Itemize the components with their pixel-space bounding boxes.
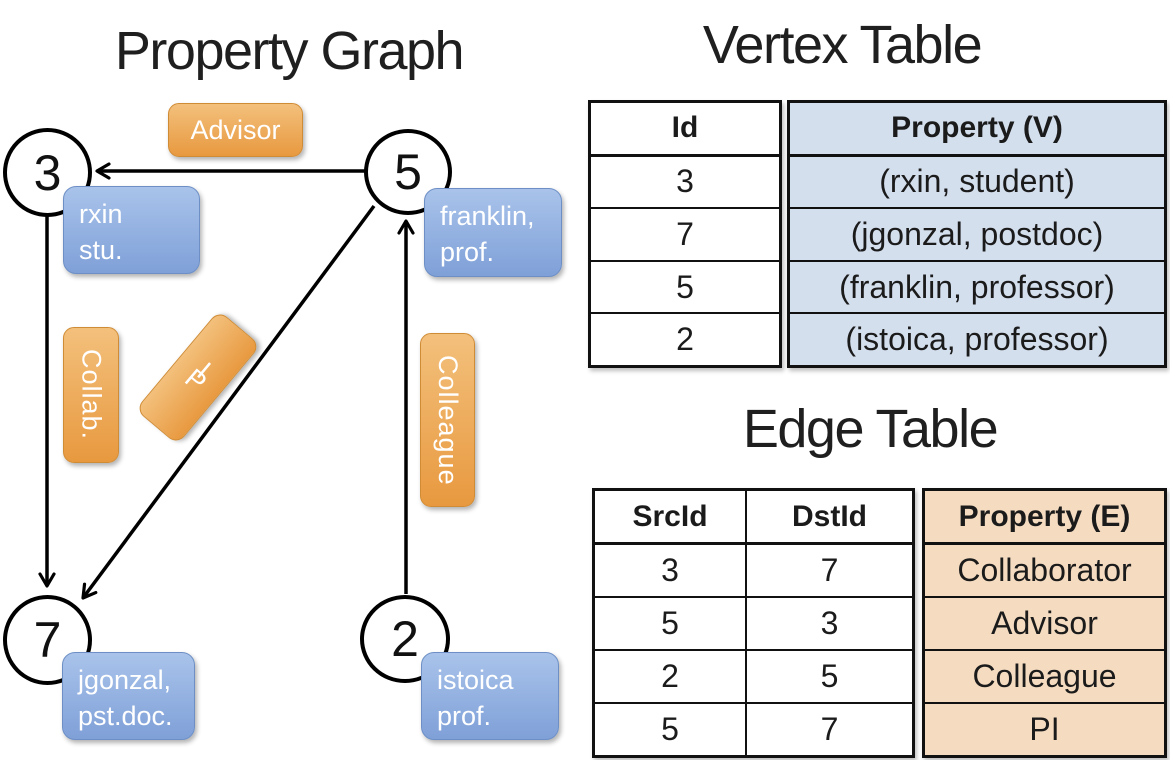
edge-label-text: Advisor [190, 114, 281, 145]
table-row: 5 7 [595, 702, 912, 755]
table-cell: PI [925, 702, 1164, 755]
table-row: 2 5 [595, 649, 912, 702]
vertex-property-line: jgonzal, [78, 665, 172, 695]
edge-table-header-property: Property (E) [925, 491, 1164, 543]
vertex-id-label: 5 [394, 144, 422, 200]
vertex-property-box-istoica: istoica prof. [421, 652, 559, 740]
edge-table-header-dstid: DstId [745, 491, 912, 542]
edge-table-title: Edge Table [742, 399, 999, 459]
vertex-table-id-column: Id 3 7 5 2 [588, 100, 782, 368]
vertex-table-property-column: Property (V) (rxin, student) (jgonzal, p… [787, 100, 1167, 368]
vertex-property-line: rxin [79, 199, 123, 229]
edge-label-colleague: Colleague [420, 333, 475, 507]
table-cell: 2 [591, 312, 779, 365]
vertex-table-header-id: Id [591, 103, 779, 155]
table-row: 3 7 [595, 543, 912, 596]
edge-table-id-columns: SrcId DstId 3 7 5 3 2 5 5 7 [592, 488, 915, 758]
edge-label-text: Collab. [76, 349, 107, 441]
table-cell: 7 [745, 704, 912, 755]
table-cell: 3 [661, 552, 679, 588]
edge-label-text: Colleague [433, 354, 463, 486]
table-cell: (franklin, professor) [790, 259, 1164, 313]
table-cell: 7 [745, 545, 912, 596]
table-cell: 3 [745, 598, 912, 649]
vertex-property-box-jgonzal: jgonzal, pst.doc. [62, 652, 195, 740]
edge-table-header-row: SrcId DstId [595, 491, 912, 543]
table-cell: 5 [661, 711, 679, 747]
table-cell: 2 [661, 658, 679, 694]
graph-edges-layer [38, 162, 415, 600]
vertex-id-label: 7 [33, 612, 62, 668]
vertex-property-line: prof. [440, 237, 495, 267]
vertex-property-line: stu. [79, 235, 123, 265]
edge-label-advisor: Advisor [168, 103, 303, 157]
edge-5-to-7-arrow [81, 204, 376, 600]
vertex-node-2: 2 [360, 595, 450, 683]
vertex-table-title: Vertex Table [702, 15, 983, 75]
edge-table-header-srcid: SrcId [632, 499, 708, 533]
table-cell: 5 [745, 651, 912, 702]
table-cell: (jgonzal, postdoc) [790, 207, 1164, 260]
vertex-id-label: 2 [391, 611, 419, 667]
vertex-property-box-franklin: franklin, prof. [424, 188, 562, 277]
table-cell: 5 [661, 605, 679, 641]
table-cell: (rxin, student) [790, 154, 1164, 208]
table-cell: 5 [591, 259, 779, 313]
table-cell: Colleague [925, 649, 1164, 702]
vertex-id-label: 3 [33, 144, 62, 201]
edge-label-collab: Collab. [63, 327, 119, 463]
vertex-table-header-property: Property (V) [790, 103, 1164, 155]
vertex-property-box-rxin: rxin stu. [63, 186, 200, 274]
vertex-property-line: prof. [437, 701, 492, 731]
vertex-property-line: istoica [437, 665, 514, 695]
table-cell: (istoica, professor) [790, 312, 1164, 365]
table-cell: 3 [591, 154, 779, 208]
table-row: 5 3 [595, 596, 912, 649]
table-cell: 7 [591, 207, 779, 260]
edge-label-text: PI [179, 356, 217, 398]
table-cell: Collaborator [925, 543, 1164, 596]
edge-table-property-column: Property (E) Collaborator Advisor Collea… [922, 488, 1167, 758]
vertex-property-line: pst.doc. [78, 701, 173, 731]
property-graph-title: Property Graph [114, 21, 465, 81]
vertex-node-5: 5 [364, 129, 452, 215]
table-cell: Advisor [925, 596, 1164, 649]
vertex-property-line: franklin, [440, 201, 535, 231]
